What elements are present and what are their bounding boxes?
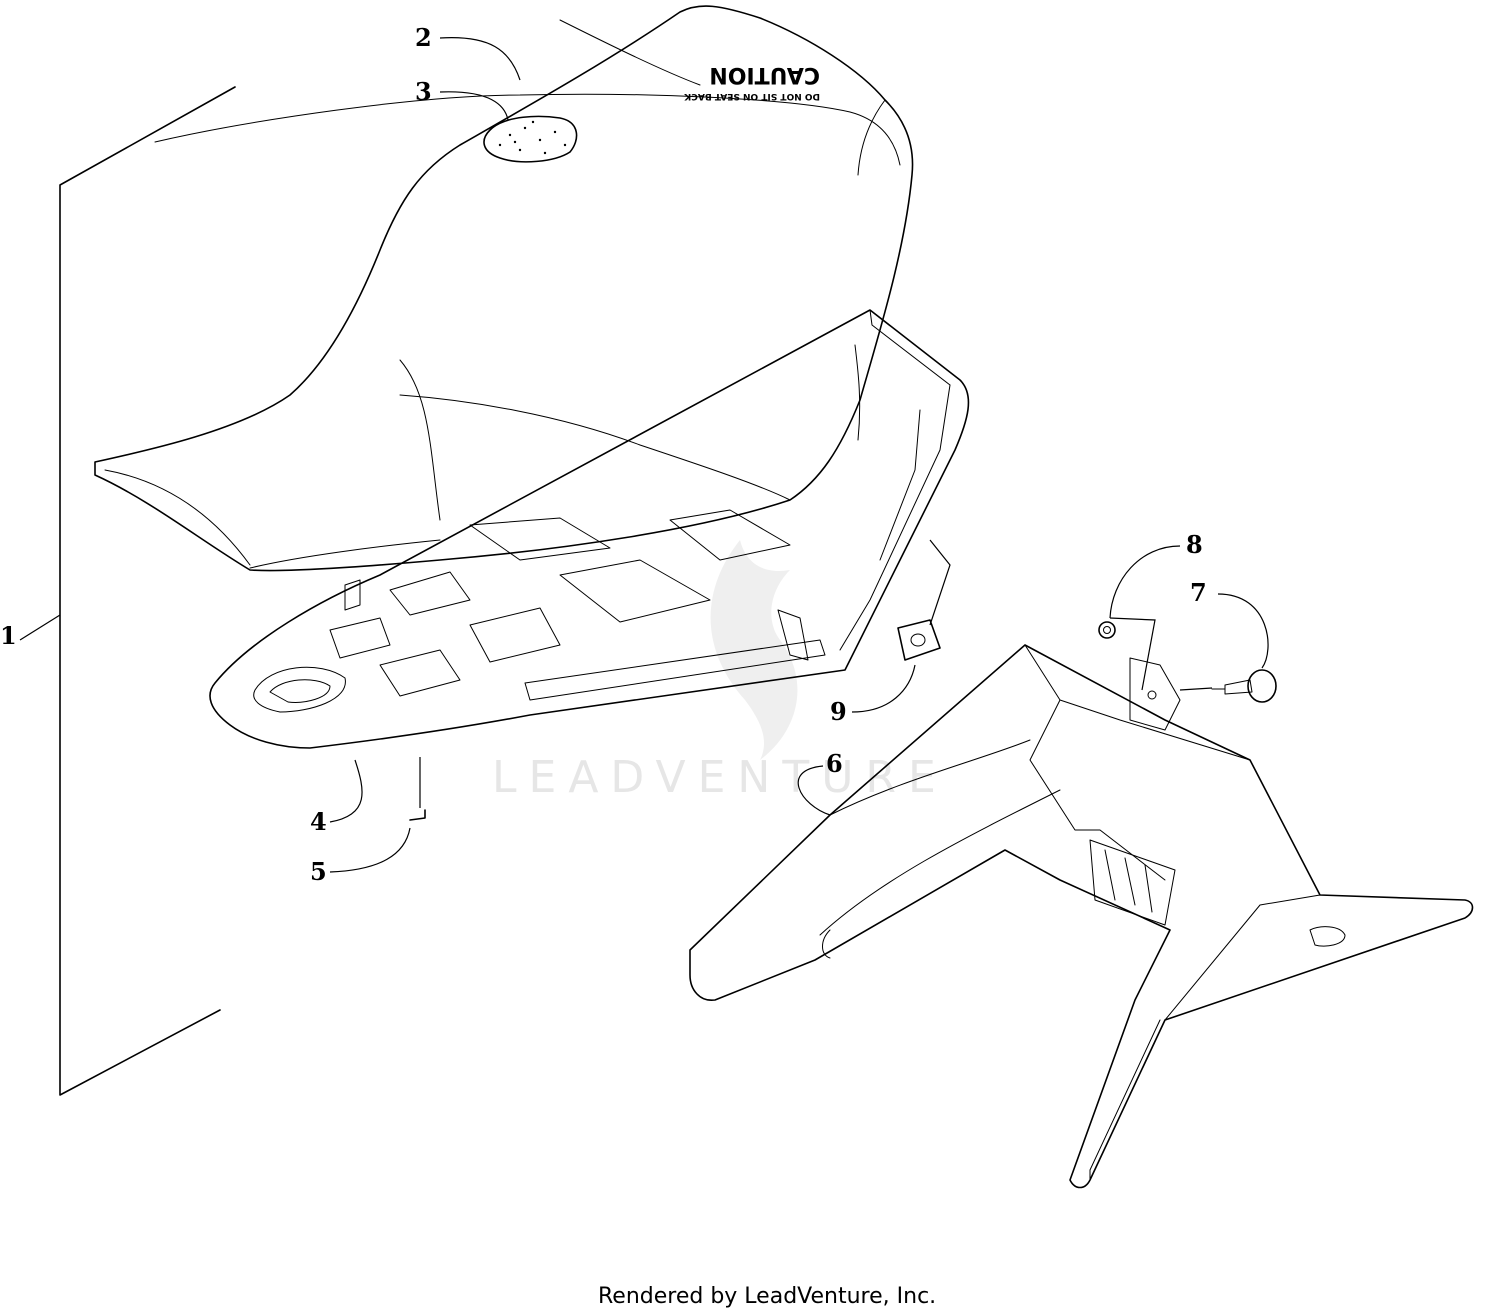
caution-subtitle: DO NOT SIT ON SEAT BACK <box>683 91 820 101</box>
callout-9: 9 <box>830 697 847 726</box>
nut <box>1098 621 1116 639</box>
seat-cover: CAUTION DO NOT SIT ON SEAT BACK <box>94 5 914 572</box>
callout-1: 1 <box>0 621 17 650</box>
callout-8: 8 <box>1186 530 1203 559</box>
assembly-bracket <box>59 86 236 1096</box>
callout-5: 5 <box>310 857 327 886</box>
grommet <box>897 619 941 661</box>
push-pin <box>1211 669 1277 703</box>
callout-6: 6 <box>826 749 843 778</box>
rear-panel <box>689 644 1474 1189</box>
callout-labels: 1 2 3 4 5 6 7 8 9 <box>0 23 1207 886</box>
caution-decal: CAUTION DO NOT SIT ON SEAT BACK <box>683 62 820 101</box>
callout-7: 7 <box>1190 578 1207 607</box>
seat-base <box>209 309 970 749</box>
foam-patch <box>483 115 578 163</box>
caution-title: CAUTION <box>709 62 820 87</box>
watermark-text: LEADVENTURE <box>492 752 948 803</box>
callout-3: 3 <box>415 77 432 106</box>
leader-lines <box>19 37 1269 873</box>
clip <box>409 809 426 821</box>
footer-credit: Rendered by LeadVenture, Inc. <box>598 1284 936 1309</box>
callout-4: 4 <box>310 807 327 836</box>
callout-2: 2 <box>415 23 432 52</box>
